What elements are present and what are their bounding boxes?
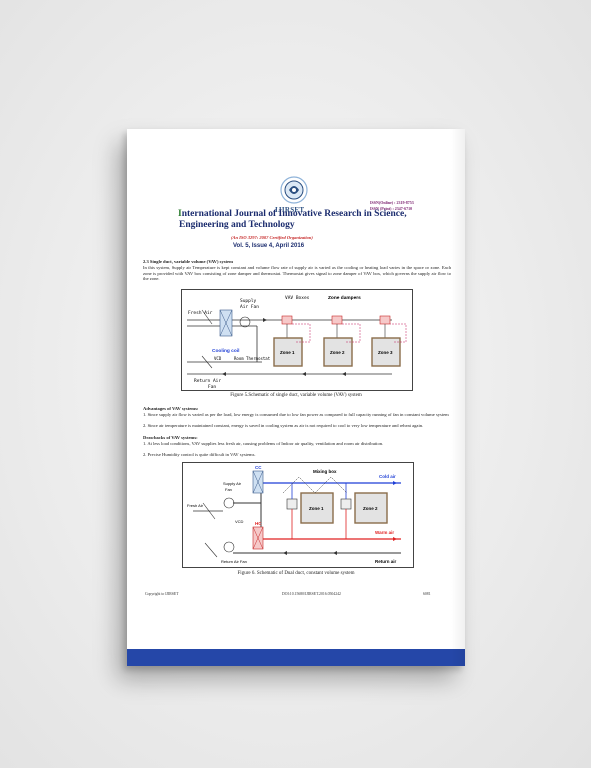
fig5-air-fan-label: Air Fan [240,304,259,310]
journal-title-line2: Engineering and Technology [179,220,295,230]
fig5-fan-label: Fan [208,384,216,390]
fig5-zone1-label: Zone 1 [280,350,295,355]
document-page: IJIRSET ISSN(Online) : 2319-8753 ISSN (P… [127,129,465,666]
fig5-zone3-label: Zone 3 [378,350,393,355]
issn-print: ISSN (Print) : 2347-6710 [370,206,413,211]
volume-issue: Vol. 5, Issue 4, April 2016 [233,243,305,249]
fig6-return-air-fan-label: Return Air Fan [221,559,247,564]
journal-title-initial: I [178,209,182,219]
journal-title-line1: nternational Journal of Innovative Resea… [181,209,407,219]
figure-5-schematic: Fresh Air Supply Air Fan VAV Boxes Zone … [181,289,413,391]
figure-5-caption: Figure 5.Schematic of single duct, varia… [230,393,362,398]
fig6-fresh-air-label: Fresh Air [187,503,204,508]
section-heading: 2.3 Single duct, variable volume (VAV) s… [143,259,233,264]
footer-copyright: Copyright to IJIRSET [145,592,179,596]
fig5-zone-dampers-label: Zone dampers [328,295,361,301]
fig6-cold-air-label: Cold air [379,474,396,479]
drawbacks-heading: Drawbacks of VAV systems: [143,435,198,440]
fig5-cooling-coil-label: Cooling coil [212,348,239,354]
fig6-warm-air-label: Warm air [375,530,394,535]
page-shade [451,129,465,666]
fig6-hc-label: HC [255,521,262,526]
fig6-return-air-label: Return air [375,559,397,564]
fig6-supply-air-label: Supply Air [223,481,242,486]
fig5-supply-label: Supply [240,298,257,304]
advantages-item-1: 1. Since supply air flow is varied as pe… [143,412,449,417]
fig6-zone1-label: Zone 1 [309,506,324,511]
issn-online: ISSN(Online) : 2319-8753 [370,200,414,205]
section-paragraph: In this system, Supply air Temperature i… [143,265,451,281]
journal-title: International Journal of Innovative Rese… [178,209,428,231]
fig6-vcd-label: VCD [235,519,244,524]
fig5-zone2-label: Zone 2 [330,350,345,355]
drawbacks-item-1: 1. At less load conditions, VAV supplies… [143,441,384,446]
logo-text: IJIRSET [275,206,305,214]
fig6-mixing-box-label: Mixing box [313,469,337,474]
certification: (An ISO 3297: 2007 Certified Organizatio… [231,235,313,240]
ijirset-logo-icon [280,176,308,204]
drawbacks-item-2: 2. Precise Humidity control is quite dif… [143,452,256,457]
fig5-return-air-label: Return Air [194,378,221,384]
fig5-fresh-air-label: Fresh Air [188,310,213,316]
fig5-thermostat-label: Room Thermostat [234,356,271,361]
fig6-cc-label: CC [255,465,262,470]
footer-page-number: 6081 [423,592,431,596]
figure-6-schematic: CC HC Supply Air Fan Fresh Air VCD Mixin… [182,462,414,568]
footer-doi: DOI:10.15680/IJIRSET.2016.0504242 [282,592,341,596]
fig5-vcd-label: VCD [214,356,222,361]
figure-6-caption: Figure 6. Schematic of Dual duct, consta… [237,571,355,576]
advantages-item-2: 2. Since air temperature is maintained c… [143,423,424,428]
bottom-color-band [127,649,465,666]
fig5-vav-boxes-label: VAV Boxes [285,295,310,301]
advantages-heading: Advantages of VAV systems: [143,406,199,411]
fig6-fan-label: Fan [225,487,232,492]
fig6-zone2-label: Zone 2 [363,506,378,511]
